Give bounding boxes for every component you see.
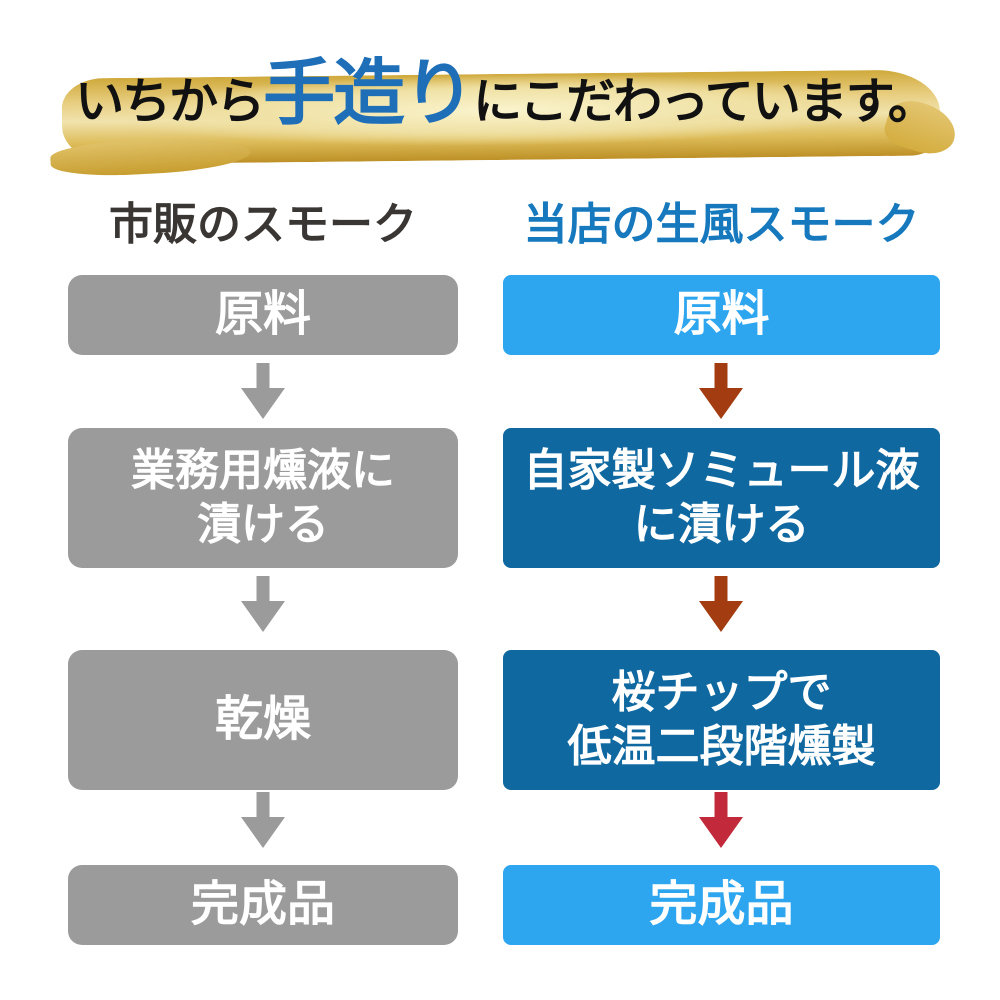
step-label-line: 業務用燻液に [131,446,395,496]
step-label: 完成品 [190,877,335,931]
flow-step-commercial-soak-liquid-smoke: 業務用燻液に 漬ける [68,428,458,568]
page-title: いちから 手造り にこだわっています。 [70,34,940,154]
title-suffix: にこだわっています。 [473,72,937,130]
step-label-line: 桜チップで [611,668,832,718]
flow-step-commercial-drying: 乾燥 [68,650,458,790]
step-label: 乾燥 [214,692,311,746]
flow-step-shop-finished-product: 完成品 [503,865,940,945]
title-banner: いちから 手造り にこだわっています。 [0,0,1000,180]
arrow-down-icon [240,363,286,419]
step-label-line: 低温二段階燻製 [567,722,876,771]
step-label-line: 漬ける [197,500,329,549]
arrow-down-icon [698,363,744,419]
step-label-line: 自家製ソミュール液 [523,446,920,496]
title-highlight: 手造り [263,50,475,135]
arrow-down-icon [698,792,744,848]
step-label-line: に漬ける [633,500,810,549]
arrow-down-icon [698,576,744,632]
title-prefix: いちから [75,72,265,130]
arrow-down-icon [240,792,286,848]
flow-step-commercial-finished-product: 完成品 [68,865,458,945]
column-header-commercial: 市販のスモーク [109,200,417,249]
step-label: 原料 [214,287,311,341]
flow-step-commercial-raw-material: 原料 [68,275,458,355]
column-header-shop: 当店の生風スモーク [523,200,920,249]
step-label: 完成品 [649,877,794,931]
flow-step-shop-cherry-chip-smoking: 桜チップで 低温二段階燻製 [503,650,940,790]
flow-step-shop-raw-material: 原料 [503,275,940,355]
arrow-down-icon [240,576,286,632]
step-label: 原料 [673,287,770,341]
flow-step-shop-soak-saumure: 自家製ソミュール液 に漬ける [503,428,940,568]
